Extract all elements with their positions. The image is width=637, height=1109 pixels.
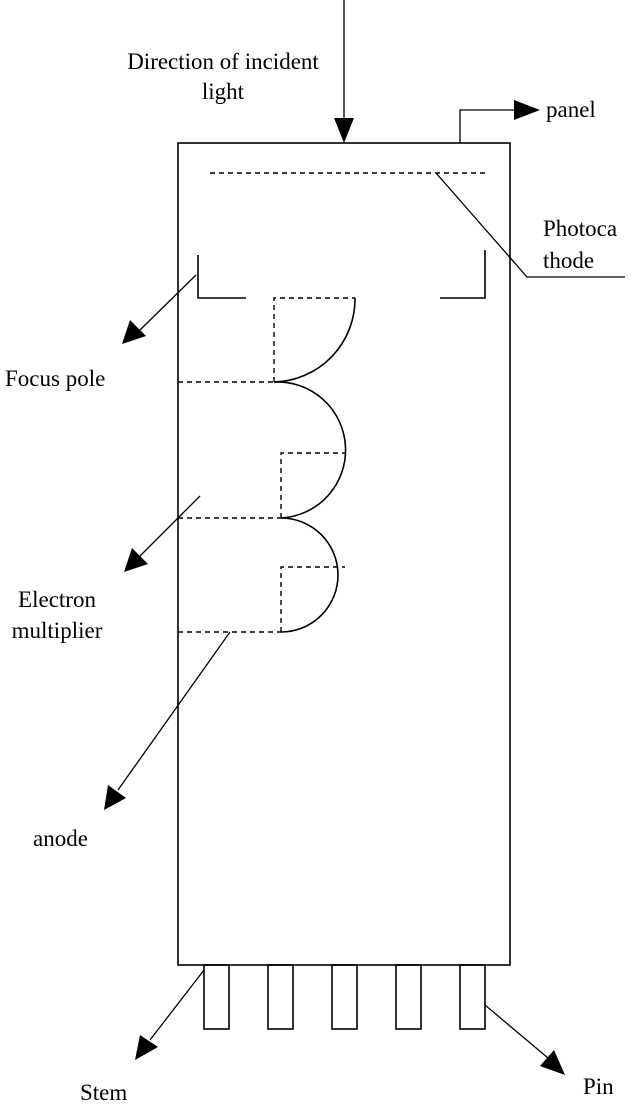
pin-label: Pin: [583, 1074, 614, 1099]
dynode-3-dashed-edge: [280, 566, 345, 632]
pin-arrowhead: [540, 1050, 565, 1075]
electron-multiplier-label-line2: multiplier: [12, 618, 103, 643]
focus-pole-right-electrode: [440, 250, 486, 299]
anode-arrowhead: [104, 785, 126, 810]
focus-pole-left-electrode: [197, 255, 246, 299]
pin-1: [203, 964, 230, 1030]
incident-light-label-line1: Direction of incident: [127, 49, 319, 74]
pin-leader: [484, 1004, 549, 1059]
stem-arrowhead: [135, 1035, 158, 1060]
electron-multiplier-leader: [139, 495, 201, 557]
focus-pole-leader: [139, 274, 197, 331]
focus-pole-arrowhead: [122, 320, 146, 344]
dynode-1-dashed-edge: [273, 297, 355, 382]
pin-4: [395, 964, 422, 1030]
stem-label: Stem: [80, 1080, 127, 1105]
dynode-2: [273, 381, 347, 519]
photocathode-label-line1: Photoca: [543, 216, 617, 241]
electron-multiplier-label-line1: Electron: [18, 587, 96, 612]
incident-light-arrowhead: [334, 118, 354, 143]
electron-multiplier-arrowhead: [124, 548, 148, 572]
stem-leader: [149, 969, 205, 1041]
photocathode-leader: [435, 172, 625, 278]
dynode-3: [280, 517, 339, 633]
pin-2: [267, 964, 294, 1030]
panel-label: panel: [546, 97, 596, 122]
panel-arrowhead: [514, 100, 540, 120]
focus-pole-label: Focus pole: [5, 366, 105, 391]
panel-leader: [459, 109, 516, 143]
dynode-1: [273, 297, 356, 383]
anode-leader: [117, 631, 231, 791]
pin-3: [331, 964, 358, 1030]
tube-body: [177, 142, 511, 966]
incident-light-label-line2: light: [202, 79, 245, 104]
photocathode-label-line2: thode: [543, 248, 594, 273]
anode-label: anode: [33, 826, 88, 851]
dynode-2-dashed-edge: [280, 452, 345, 518]
pin-5: [459, 964, 486, 1030]
